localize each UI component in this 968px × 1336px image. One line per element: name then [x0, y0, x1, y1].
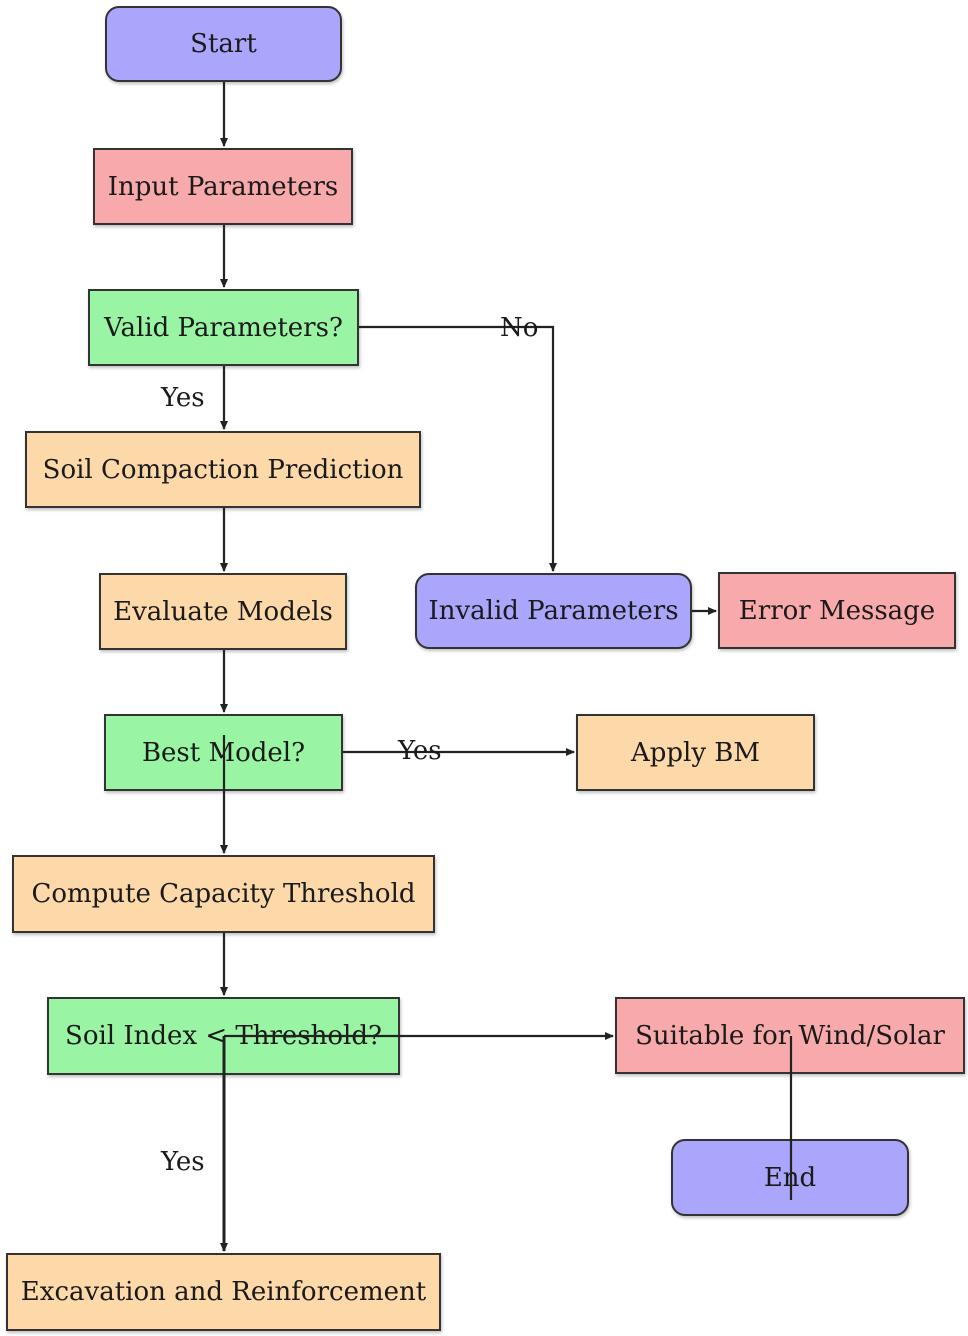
node-valid-parameters: Valid Parameters?: [88, 289, 359, 366]
node-soil-index-threshold: Soil Index < Threshold?: [47, 997, 400, 1075]
node-error-message: Error Message: [718, 572, 956, 649]
node-excavation-reinforcement: Excavation and Reinforcement: [6, 1253, 441, 1331]
label-valid-yes: Yes: [161, 383, 205, 413]
label-valid-no: No: [500, 313, 539, 343]
node-suitable-wind-solar: Suitable for Wind/Solar: [615, 997, 965, 1074]
label-threshold-yes: Yes: [161, 1147, 205, 1177]
node-invalid-parameters: Invalid Parameters: [415, 573, 692, 649]
node-compute-capacity-threshold: Compute Capacity Threshold: [12, 855, 435, 933]
node-input-parameters: Input Parameters: [93, 148, 353, 225]
node-soil-compaction-prediction: Soil Compaction Prediction: [25, 431, 421, 508]
node-end: End: [671, 1139, 909, 1216]
node-apply-bm: Apply BM: [576, 714, 815, 791]
node-evaluate-models: Evaluate Models: [99, 573, 347, 650]
node-start: Start: [105, 6, 342, 82]
node-best-model: Best Model?: [104, 714, 343, 791]
label-best-yes: Yes: [398, 736, 442, 766]
